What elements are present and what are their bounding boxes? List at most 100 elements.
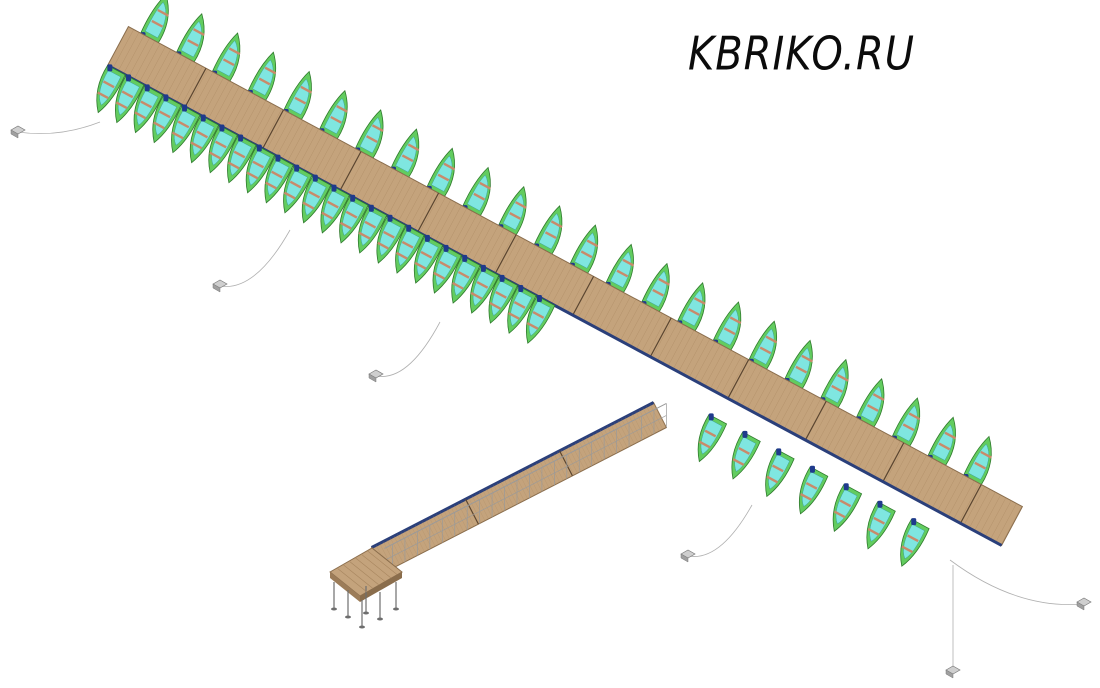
gangway-plank (450, 506, 464, 532)
anchor-chain (949, 559, 1085, 605)
deck-plank (197, 74, 219, 114)
gangway-frame (370, 401, 655, 549)
gangway-plank (521, 470, 535, 496)
pontoon-float (518, 284, 524, 292)
pontoon-float (275, 154, 281, 162)
gangway-plank (482, 490, 496, 516)
gangway-plank (635, 411, 649, 437)
boat (227, 134, 257, 184)
deck-plank (117, 32, 140, 72)
boat-seat (283, 191, 296, 200)
boat (784, 339, 813, 390)
boat-seat (801, 354, 813, 363)
boat-seat (974, 461, 986, 470)
boat (140, 0, 169, 44)
boat-seat (377, 241, 389, 250)
gangway-plank (557, 451, 571, 477)
boat-seat (451, 281, 464, 290)
boat-seat (227, 161, 240, 170)
boat-seat (102, 80, 115, 89)
boat-seat (729, 316, 742, 325)
anchor-block-side (1076, 601, 1085, 611)
boat (462, 166, 491, 217)
deck-plank (852, 426, 874, 466)
boat (569, 224, 599, 274)
boat-seat (473, 192, 486, 201)
deck-plank (239, 97, 261, 137)
deck-plank (514, 245, 536, 285)
deck-plank (953, 480, 975, 520)
deck-plank (678, 333, 700, 373)
deck-plank (683, 335, 705, 375)
gangway-plank (464, 499, 479, 525)
pontoon-float (443, 244, 449, 252)
deck-plank (276, 117, 298, 157)
boat (189, 114, 220, 164)
gangway-deck (370, 401, 668, 574)
deck-plank (704, 347, 726, 387)
boat-seat (364, 220, 377, 229)
gangway-plank (624, 417, 639, 443)
deck-plank (403, 185, 425, 225)
boat-seat (907, 534, 919, 543)
gangway-handrail (384, 403, 667, 549)
gangway-plank (393, 535, 407, 562)
boat-seat (300, 85, 313, 94)
deck-plank (260, 108, 282, 148)
deck-plank (435, 202, 457, 242)
deck-plank (450, 210, 473, 250)
boat-seat (177, 120, 190, 129)
pontoon-float (312, 174, 318, 182)
gangway-plank (461, 501, 475, 527)
deck-plank (556, 267, 578, 307)
deck-plank (879, 440, 901, 480)
anchor-block-side (945, 669, 954, 679)
boat-seat (209, 151, 221, 160)
deck-plank (789, 392, 811, 432)
deck-plank (635, 310, 658, 350)
gangway-plank (607, 426, 621, 452)
deck-plank (371, 168, 393, 208)
gangway-plank (614, 422, 628, 448)
gangway-plank (600, 429, 614, 455)
pontoon-float (499, 274, 505, 282)
deck-plank (910, 457, 933, 497)
boat-seat (345, 210, 358, 219)
gangway-plank (432, 515, 447, 541)
deck-plank (503, 239, 526, 279)
boat-seat (495, 291, 507, 299)
deck-plank (657, 321, 679, 361)
deck-plank (958, 483, 980, 523)
deck-section-joint (262, 109, 284, 149)
gangway-plank (390, 537, 404, 563)
deck-plank (736, 364, 758, 404)
deck-plank (752, 372, 774, 412)
boat-seat (308, 190, 321, 199)
gangway-plank (553, 453, 567, 479)
deck-plank (932, 469, 954, 509)
boat-seat (366, 135, 378, 143)
platform-side (330, 572, 360, 602)
boat-seat (476, 280, 489, 289)
boats-front-row (96, 64, 930, 567)
boat-seat (738, 447, 750, 455)
boat (319, 89, 348, 140)
platform-plank (360, 553, 392, 579)
deck-plank (133, 40, 156, 80)
deck-plank (540, 259, 563, 299)
deck-section-joint (339, 151, 362, 191)
boat-seat (414, 261, 427, 270)
boat (676, 282, 706, 332)
boat (697, 413, 728, 463)
gangway-plank (507, 477, 521, 503)
deck-section-joint (727, 359, 750, 399)
gangway-plank (418, 523, 432, 549)
boat-seat (509, 212, 521, 220)
boat-seat (336, 105, 348, 113)
deck-plank (313, 137, 335, 177)
gangway-plank (560, 450, 575, 476)
boat-seat (980, 450, 992, 459)
boat-seat (688, 308, 700, 316)
gangway-plank (454, 504, 468, 530)
boat-seat (872, 393, 885, 401)
